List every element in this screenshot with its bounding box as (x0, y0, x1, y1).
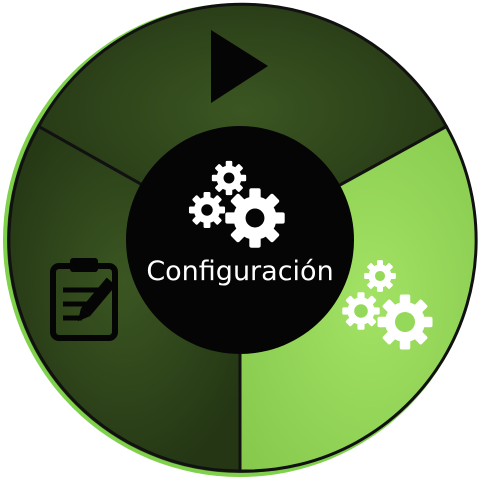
play-icon (211, 30, 268, 103)
clipboard-edit-icon (50, 258, 118, 341)
gears-icon (342, 260, 433, 350)
center-label: Configuración (146, 256, 333, 287)
center-gears-icon (188, 160, 285, 248)
